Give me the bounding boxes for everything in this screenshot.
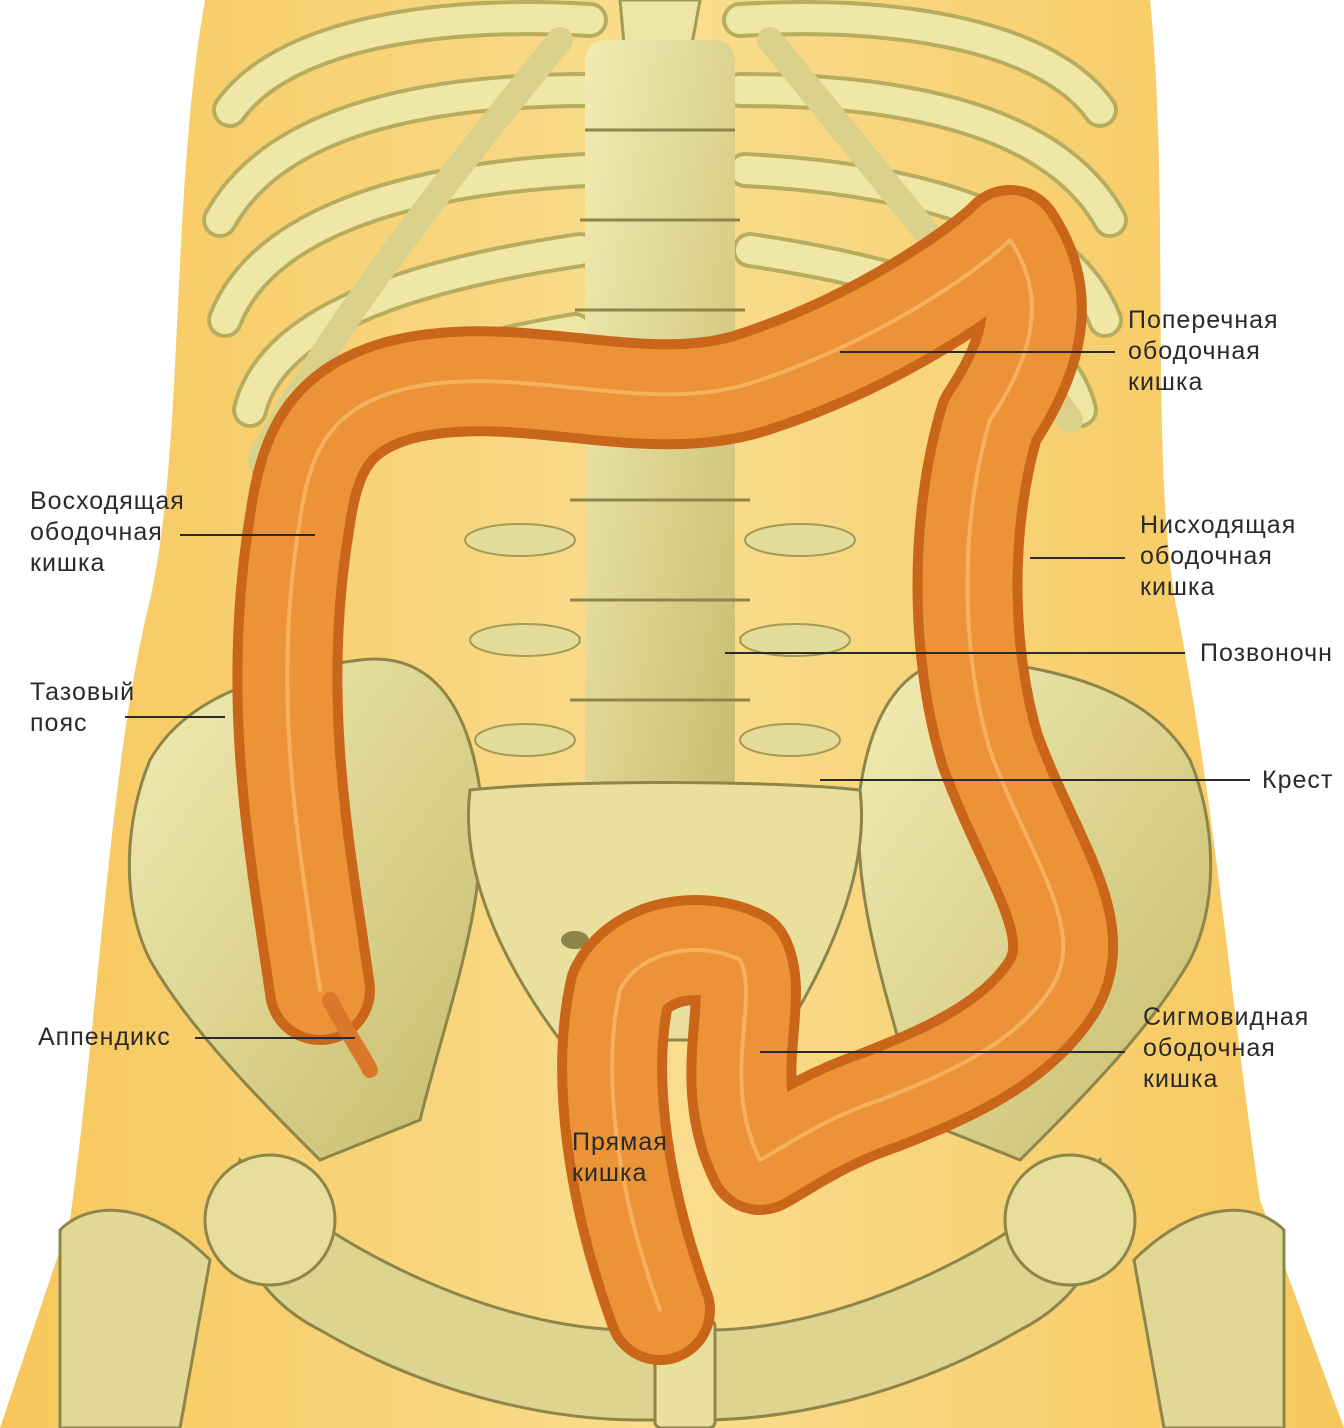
label-descending-colon: Нисходящая ободочная кишка xyxy=(1140,510,1296,603)
label-spine: Позвоночн xyxy=(1200,638,1333,669)
label-sigmoid-colon: Сигмовидная ободочная кишка xyxy=(1143,1002,1309,1095)
label-sacrum: Крест xyxy=(1262,765,1333,796)
label-transverse-colon: Поперечная ободочная кишка xyxy=(1128,305,1279,398)
label-rectum: Прямая кишка xyxy=(572,1127,668,1189)
label-ascending-colon: Восходящая ободочная кишка xyxy=(30,486,185,579)
label-appendix: Аппендикс xyxy=(38,1022,171,1053)
label-pelvic-girdle: Тазовый пояс xyxy=(30,677,135,739)
